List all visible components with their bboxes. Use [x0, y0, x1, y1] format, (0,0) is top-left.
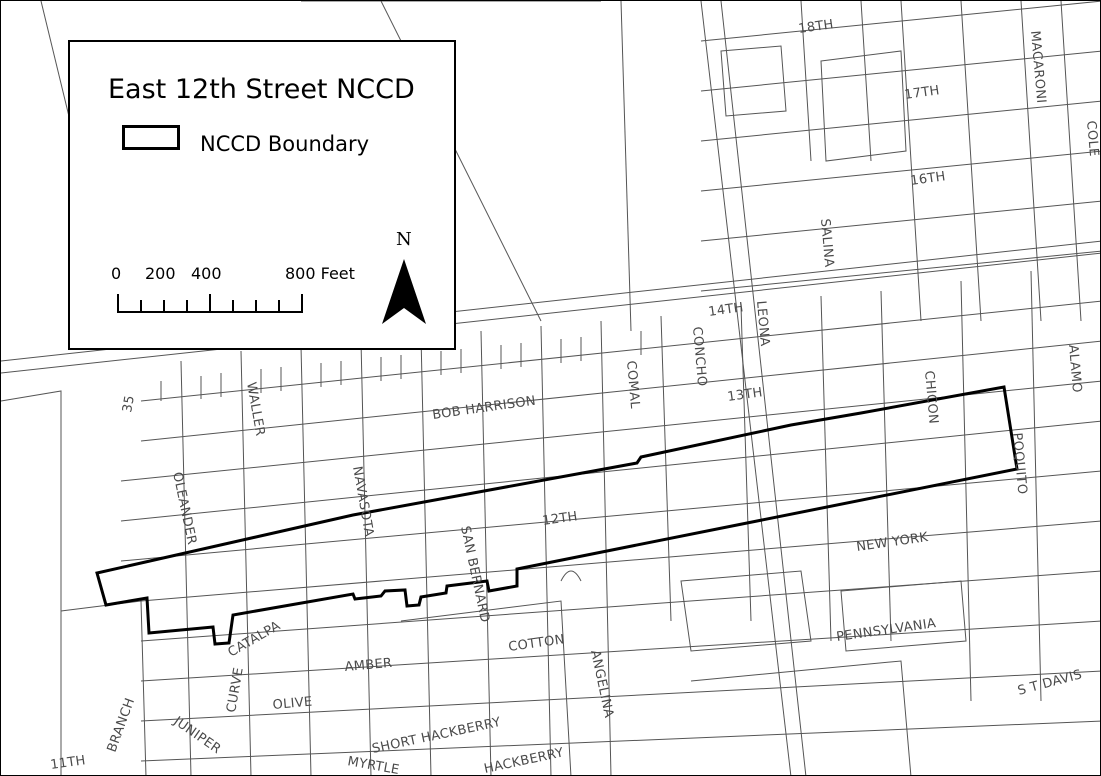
street-label-17th: 17TH — [903, 83, 940, 103]
scale-label-200: 200 — [145, 264, 176, 283]
legend-title: East 12th Street NCCD — [108, 74, 415, 105]
street-label-cole: COLE — [1083, 120, 1101, 157]
street-label-angelina: ANGELINA — [587, 649, 616, 720]
street-label-olive: OLIVE — [272, 695, 313, 713]
street-label-13th: 13TH — [726, 385, 763, 405]
street-label-18th: 18TH — [797, 17, 834, 37]
street-label-comal: COMAL — [623, 360, 642, 410]
scale-bar: 0 200 400 800 Feet — [110, 256, 360, 316]
scale-label-400: 400 — [191, 264, 222, 283]
scale-label-800: 800 Feet — [285, 264, 355, 283]
street-label-bob-harrison: BOB HARRISON — [431, 394, 536, 423]
street-label-waller: WALLER — [243, 381, 267, 437]
street-label-12th: 12TH — [541, 509, 578, 529]
street-label-catalpa: CATALPA — [226, 618, 284, 660]
north-arrow-icon — [382, 259, 426, 324]
street-label-branch: BRANCH — [105, 696, 138, 754]
street-label-new-york: NEW YORK — [855, 530, 929, 555]
boundary-label: NCCD Boundary — [200, 132, 370, 156]
street-label-salina: SALINA — [817, 218, 836, 268]
street-label-curve: CURVE — [224, 666, 247, 713]
street-label-pennsylvania: PENNSYLVANIA — [835, 616, 937, 645]
north-label: N — [396, 229, 412, 250]
street-label-chicon: CHICON — [921, 370, 941, 425]
street-label-alamo: ALAMO — [1065, 344, 1084, 393]
scale-label-0: 0 — [111, 264, 122, 283]
street-label-14th: 14TH — [707, 300, 744, 320]
street-label-short-hackberry: SHORT HACKBERRY — [371, 715, 503, 757]
street-label-myrtle: MYRTLE — [346, 754, 400, 776]
street-label-11th: 11TH — [49, 753, 86, 773]
street-label-cotton: COTTON — [507, 632, 565, 655]
scale-bar-ruler — [117, 294, 303, 313]
highway-label-35: 35 — [120, 394, 138, 414]
boundary-swatch — [122, 125, 180, 150]
street-label-hackberry: HACKBERRY — [483, 745, 565, 776]
nccd-boundary — [95, 385, 1019, 646]
map-legend: East 12th Street NCCD NCCD Boundary 0 20… — [68, 40, 456, 350]
street-label-navasota: NAVASOTA — [349, 465, 376, 538]
street-label-st-davis: S T DAVIS — [1016, 667, 1084, 699]
street-label-macaroni: MACARONI — [1027, 30, 1048, 104]
north-arrow: N — [380, 229, 430, 329]
street-label-leona: LEONA — [753, 300, 772, 347]
street-label-amber: AMBER — [344, 656, 393, 675]
street-label-poquito: POQUITO — [1009, 432, 1029, 495]
street-label-concho: CONCHO — [689, 326, 709, 387]
street-label-16th: 16TH — [909, 169, 946, 189]
street-label-oleander: OLEANDER — [169, 471, 199, 546]
street-label-juniper: JUNIPER — [170, 713, 224, 757]
